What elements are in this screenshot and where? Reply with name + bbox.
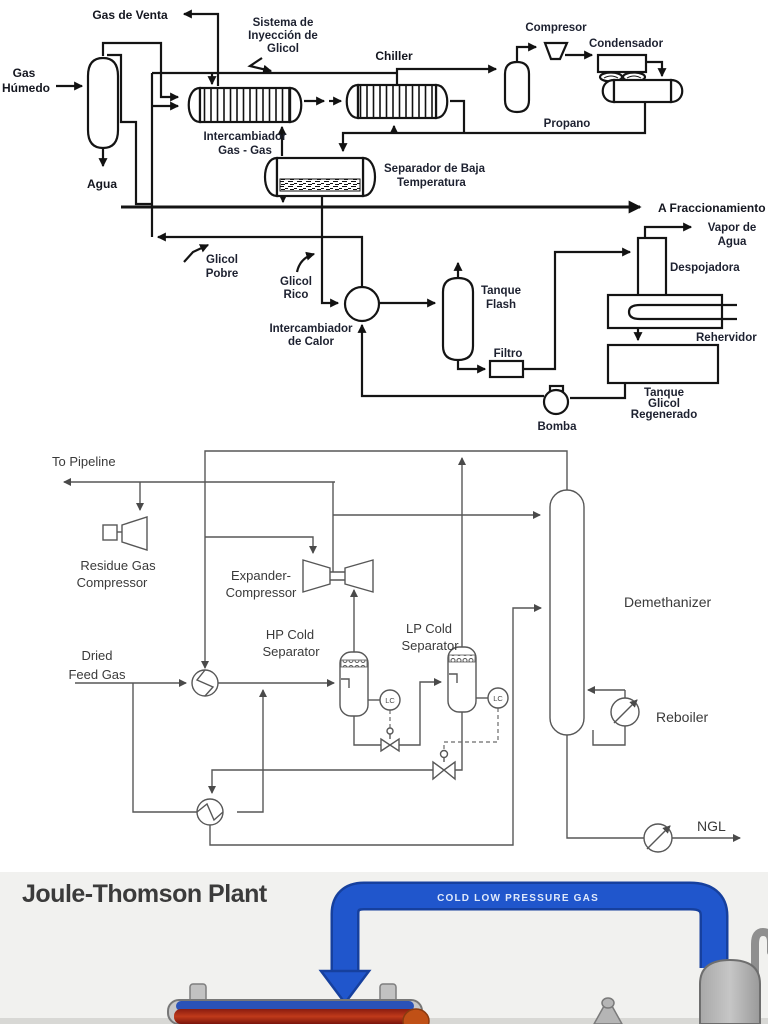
label-condensador: Condensador — [589, 38, 664, 50]
label-intercambiador-2: Gas - Gas — [218, 145, 272, 157]
expander-compressor — [302, 559, 374, 593]
gas-gas-exchanger — [187, 86, 303, 124]
label-lp-2: Separator — [401, 638, 459, 653]
demethanizer-column — [549, 489, 585, 736]
residue-gas-compressor — [102, 516, 148, 551]
label-gas-humedo-1: Gas — [13, 66, 36, 80]
label-lp-1: LP Cold — [406, 621, 452, 636]
label-vapor-agua-1: Vapor de — [708, 222, 757, 234]
expander-plant-diagram: LC LC To Pipeline Residue Gas Compressor… — [52, 450, 741, 853]
label-tanque-flash-2: Flash — [486, 299, 516, 311]
control-valve-hp — [380, 727, 400, 753]
label-sistema-1: Sistema de — [253, 17, 314, 29]
label-despojadora: Despojadora — [670, 262, 740, 274]
pipe-arrowhead — [318, 969, 372, 1006]
label-glicol-rico-1: Glicol — [280, 276, 312, 288]
glycol-pump — [542, 384, 570, 416]
label-agua: Agua — [87, 177, 117, 191]
label-chiller: Chiller — [375, 49, 413, 63]
label-separador-2: Temperatura — [397, 177, 466, 189]
label-rehervidor: Rehervidor — [696, 332, 757, 344]
control-valve-lp — [432, 749, 456, 781]
lp-cold-separator-vessel — [447, 646, 477, 713]
label-tanque-glicol-3: Regenerado — [631, 409, 697, 421]
label-residue-2: Compressor — [77, 575, 148, 590]
ngl-exchanger — [643, 823, 673, 853]
label-residue-1: Residue Gas — [80, 558, 156, 573]
label-int-calor-2: de Calor — [288, 336, 335, 348]
gas-gas-exchanger-2 — [191, 669, 219, 697]
label-reboiler: Reboiler — [656, 709, 708, 725]
regenerated-glycol-tank — [606, 343, 720, 385]
label-expander-2: Compressor — [226, 585, 297, 600]
label-hp-1: HP Cold — [266, 627, 314, 642]
label-int-calor-1: Intercambiador — [269, 323, 353, 335]
cold-gas-pipe: COLD LOW PRESSURE GAS — [318, 881, 729, 1006]
pipe-flow-label: COLD LOW PRESSURE GAS — [437, 893, 599, 904]
label-separador-1: Separador de Baja — [384, 163, 486, 175]
label-demethanizer: Demethanizer — [624, 594, 711, 610]
level-controller-lp: LC — [487, 687, 509, 709]
label-hp-2: Separator — [262, 644, 320, 659]
chiller-exchanger — [345, 83, 449, 120]
glycol-dehydration-diagram: Gas de Venta Sistema de Inyección de Gli… — [2, 8, 766, 433]
low-temp-separator-vessel — [264, 156, 376, 198]
label-tanque-glicol-2: Glicol — [648, 398, 680, 410]
label-ngl: NGL — [697, 818, 726, 834]
label-filtro: Filtro — [494, 348, 523, 360]
liquid-exchanger-2 — [196, 798, 224, 826]
gray-tank — [699, 927, 768, 1024]
vessel-end-dome — [402, 1008, 430, 1024]
label-sistema-3: Glicol — [267, 43, 299, 55]
tank-vent-pipe — [751, 927, 768, 976]
bell-funnel — [593, 997, 623, 1024]
joule-thomson-illustration: COLD LOW PRESSURE GAS — [0, 881, 768, 1024]
label-glicol-pobre-2: Pobre — [206, 268, 239, 280]
flash-tank-vessel — [441, 276, 475, 362]
expander-process-lines — [63, 450, 741, 846]
glycol-heat-exchanger — [343, 285, 381, 323]
label-gas-de-venta: Gas de Venta — [92, 8, 168, 22]
joule-thomson-section: COLD LOW PRESSURE GAS Joule-Thomson Plan… — [0, 872, 768, 1024]
label-glicol-rico-2: Rico — [284, 289, 309, 301]
label-tanque-glicol-1: Tanque — [644, 387, 684, 399]
label-propano: Propano — [544, 118, 591, 130]
label-vapor-agua-2: Agua — [718, 236, 747, 248]
jt-vessel — [167, 983, 430, 1024]
compressor-suction-drum — [503, 60, 531, 114]
lc-text-2: LC — [493, 694, 503, 703]
lc-text-1: LC — [385, 696, 395, 705]
label-dried-2: Feed Gas — [68, 667, 126, 682]
absorber-vessel — [86, 56, 120, 150]
label-bomba: Bomba — [538, 421, 578, 433]
stripper-column — [636, 236, 668, 300]
label-tanque-flash-1: Tanque — [481, 285, 521, 297]
reboiler-box — [606, 293, 737, 330]
hp-cold-separator-vessel — [339, 651, 369, 717]
label-sistema-2: Inyección de — [248, 30, 318, 42]
glycol-process-lines — [56, 9, 693, 400]
label-intercambiador-1: Intercambiador — [203, 131, 287, 143]
label-dried-1: Dried — [81, 648, 112, 663]
filter-box — [488, 359, 525, 379]
label-a-fraccionamiento: A Fraccionamiento — [658, 201, 766, 215]
label-gas-humedo-2: Húmedo — [2, 81, 50, 95]
propane-accumulator — [601, 78, 684, 104]
label-glicol-pobre-1: Glicol — [206, 254, 238, 266]
level-controller-hp: LC — [379, 689, 401, 711]
propane-compressor — [543, 41, 569, 61]
label-compresor: Compresor — [525, 22, 587, 34]
label-expander-1: Expander- — [231, 568, 291, 583]
air-condenser — [596, 53, 648, 83]
reboiler-exchanger — [610, 697, 640, 727]
label-to-pipeline: To Pipeline — [52, 454, 116, 469]
section-title: Joule-Thomson Plant — [22, 880, 267, 908]
